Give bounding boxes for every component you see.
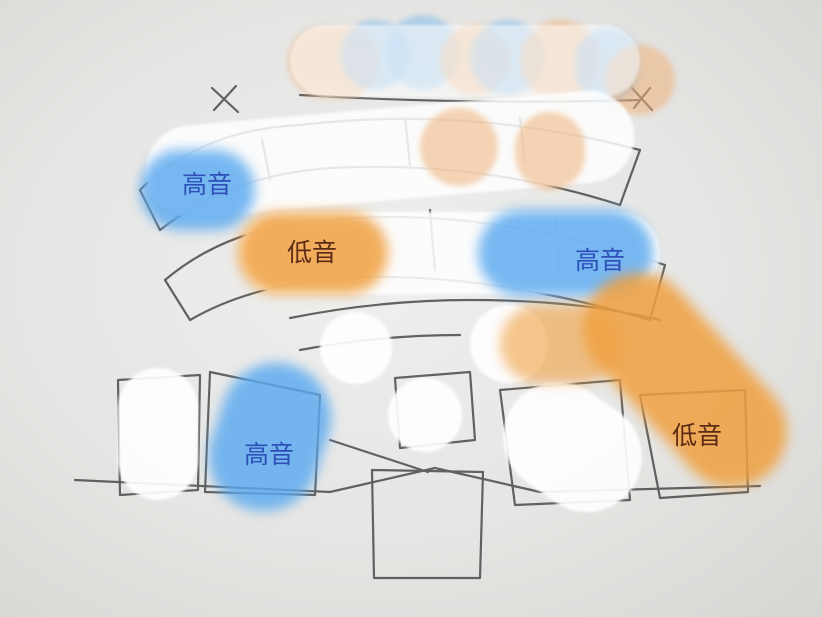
voice-label-high: 高音 bbox=[181, 170, 233, 199]
podium bbox=[370, 468, 485, 580]
high-voice-highlight bbox=[140, 150, 255, 230]
voice-label-high: 高音 bbox=[574, 246, 626, 275]
cross-mark-left bbox=[210, 84, 240, 114]
row2-seat-blob bbox=[515, 112, 585, 190]
voice-label-low: 低音 bbox=[286, 238, 338, 267]
seat-circle bbox=[388, 378, 462, 452]
seat-blob bbox=[118, 368, 198, 500]
row2-seat-blob bbox=[420, 108, 498, 186]
voice-label-low: 低音 bbox=[671, 421, 723, 450]
top-row-band bbox=[290, 25, 640, 97]
low-voice-highlight bbox=[238, 212, 388, 294]
voice-label-high: 高音 bbox=[243, 440, 295, 469]
chair-4 bbox=[498, 378, 632, 507]
seat-circle bbox=[320, 312, 392, 384]
